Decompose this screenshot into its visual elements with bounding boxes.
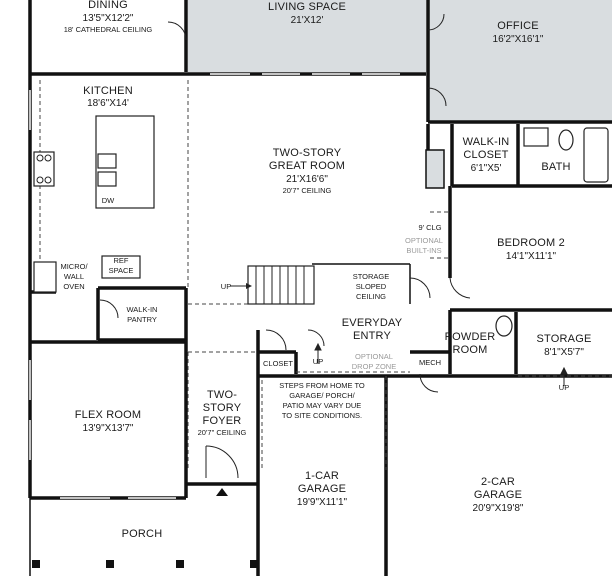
drop-zone-1: OPTIONAL [355,352,393,361]
ref-space [101,255,141,279]
office-name: OFFICE [497,20,539,32]
clg-note: 9' CLG [418,223,441,232]
foyer-3: FOYER [203,415,242,427]
micro-3: OVEN [63,282,84,291]
kitchen-name: KITCHEN [83,85,133,97]
toilet [558,129,574,151]
up-arrows [314,342,568,386]
bedroom2-name: BEDROOM 2 [497,237,565,249]
dining-name: DINING [88,0,128,11]
kitchen-dw: DW [102,196,115,205]
porch-columns [32,560,258,568]
great-name-2: GREAT ROOM [269,160,345,172]
windows [29,73,400,499]
fireplace [425,149,445,189]
wall-oven [33,261,57,293]
entry-marker [216,488,228,496]
micro-2: WALL [64,272,84,281]
mech-label: MECH [419,358,441,367]
dining-note: 18' CATHEDRAL CEILING [64,25,153,34]
bathtub [583,127,609,183]
entry-up: UP [313,357,323,366]
kitchen-dims: 18'6"X14' [87,98,129,109]
powder-toilet [495,315,513,337]
micro-1: MICRO/ [60,262,88,271]
closet-name-1: WALK-IN [463,136,510,148]
garage2-dims: 20'9"X19'8" [473,503,524,514]
ref-2: SPACE [109,266,134,275]
drop-zone-2: DROP ZONE [352,362,396,371]
storage-up: UP [559,383,569,392]
garage-note-1: STEPS FROM HOME TO [279,381,365,390]
garage1-1: 1-CAR [305,470,339,482]
living-space-fill [188,0,426,72]
foyer-note: 20'7" CEILING [198,428,247,437]
storage-sloped-3: CEILING [356,292,386,301]
bath-sink [523,127,549,147]
flex-dims: 13'9"X13'7" [83,423,134,434]
great-name-1: TWO-STORY [273,147,342,159]
storage-sloped-1: STORAGE [353,272,390,281]
living-dims: 21'X12' [291,15,324,26]
closet-label: CLOSET [263,359,293,368]
door-swings [99,13,471,479]
garage-note-2: GARAGE/ PORCH/ [289,391,355,400]
everyday-1: EVERYDAY [342,317,403,329]
closet-name-2: CLOSET [463,149,508,161]
bath-name: BATH [541,161,570,173]
builtins-1: OPTIONAL [405,236,443,245]
garage-note-4: TO SITE CONDITIONS. [282,411,362,420]
garage1-dims: 19'9"X11'1" [297,497,348,508]
garage1-2: GARAGE [298,483,346,495]
storage-name: STORAGE [537,333,592,345]
living-name: LIVING SPACE [268,1,346,13]
garage2-1: 2-CAR [481,476,515,488]
builtins-2: BUILT-INS [406,246,441,255]
garage2-2: GARAGE [474,489,522,501]
stairs-up: UP [221,282,231,291]
office-fill [428,0,612,122]
powder-2: ROOM [452,344,487,356]
dining-dims: 13'5"X12'2" [83,13,134,24]
garage-note-3: PATIO MAY VARY DUE [283,401,362,410]
ref-1: REF [114,256,129,265]
foyer-1: TWO- [207,389,237,401]
flex-name: FLEX ROOM [75,409,142,421]
office-dims: 16'2"X16'1" [493,34,544,45]
great-note: 20'7" CEILING [283,186,332,195]
stairs [230,265,315,305]
storage-dims: 8'1"X5'7" [544,347,584,358]
closet-dims: 6'1"X5' [471,163,502,174]
storage-sloped-2: SLOPED [356,282,387,291]
pantry-2: PANTRY [127,315,157,324]
porch-name: PORCH [122,528,163,540]
bedroom2-dims: 14'1"X11'1" [506,251,557,262]
everyday-2: ENTRY [353,330,392,342]
foyer-2: STORY [203,402,242,414]
pantry-1: WALK-IN [127,305,158,314]
powder-1: POWDER [445,331,496,343]
great-dims: 21'X16'6" [286,174,328,185]
